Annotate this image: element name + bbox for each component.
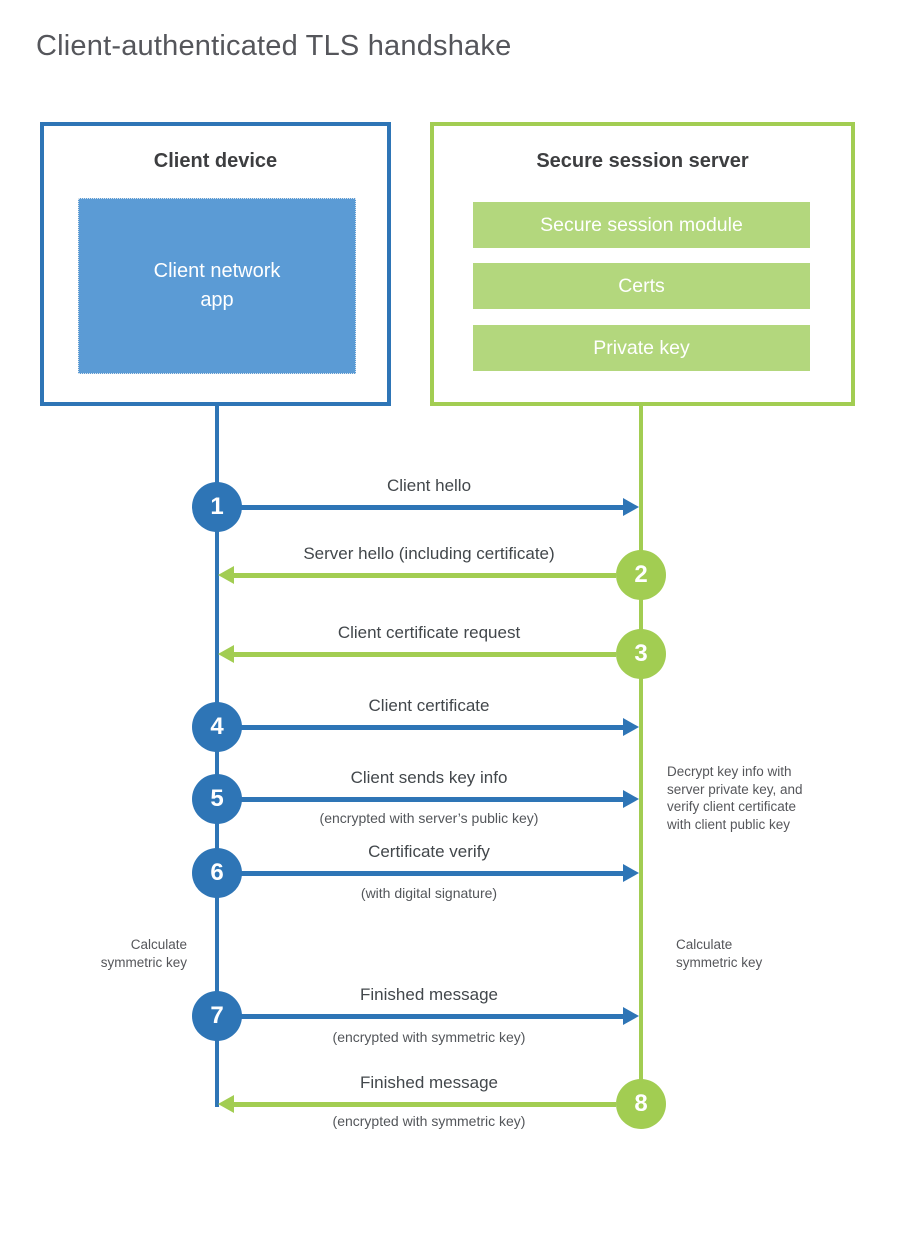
step-6-arrowhead-icon xyxy=(623,864,639,882)
step-8-arrow xyxy=(233,1102,616,1107)
step-8-arrowhead-icon xyxy=(218,1095,234,1113)
step-2-arrow xyxy=(233,573,616,578)
server-box-title: Secure session server xyxy=(536,150,749,172)
step-6-arrow xyxy=(232,871,623,876)
step-2-arrowhead-icon xyxy=(218,566,234,584)
server-decrypt-note: Decrypt key info with server private key… xyxy=(667,764,803,832)
step-3-circle: 3 xyxy=(616,629,666,679)
step-8-circle: 8 xyxy=(616,1079,666,1129)
step-5-label: Client sends key info xyxy=(350,768,508,787)
step-5-circle: 5 xyxy=(192,774,242,824)
step-1-arrowhead-icon xyxy=(623,498,639,516)
server-module-private-key: Private key xyxy=(473,325,810,371)
step-7-label: Finished message xyxy=(360,985,498,1004)
step-1-circle: 1 xyxy=(192,482,242,532)
step-3-arrowhead-icon xyxy=(218,645,234,663)
client-calculate-note: Calculate symmetric key xyxy=(100,937,187,970)
step-4-label: Client certificate xyxy=(368,696,490,715)
step-7-circle: 7 xyxy=(192,991,242,1041)
server-lifeline xyxy=(639,404,643,1126)
step-1-arrow xyxy=(232,505,623,510)
step-5-arrow xyxy=(232,797,623,802)
client-lifeline xyxy=(215,404,219,1107)
client-network-app-box: Client network app xyxy=(78,198,356,374)
step-8-sublabel: (encrypted with symmetric key) xyxy=(332,1113,526,1129)
step-4-arrow xyxy=(232,725,623,730)
step-2-circle: 2 xyxy=(616,550,666,600)
step-2-label: Server hello (including certificate) xyxy=(303,544,555,563)
step-4-arrowhead-icon xyxy=(623,718,639,736)
server-calculate-note: Calculate symmetric key xyxy=(676,937,763,970)
step-6-circle: 6 xyxy=(192,848,242,898)
step-6-label: Certificate verify xyxy=(368,842,490,861)
client-device-title: Client device xyxy=(153,150,278,172)
page-title: Client-authenticated TLS handshake xyxy=(36,30,512,62)
step-7-arrow xyxy=(232,1014,623,1019)
step-7-arrowhead-icon xyxy=(623,1007,639,1025)
step-1-label: Client hello xyxy=(386,476,472,495)
step-5-arrowhead-icon xyxy=(623,790,639,808)
step-8-label: Finished message xyxy=(360,1073,498,1092)
step-5-sublabel: (encrypted with server’s public key) xyxy=(319,810,539,826)
step-4-circle: 4 xyxy=(192,702,242,752)
server-module-certs: Certs xyxy=(473,263,810,309)
step-3-arrow xyxy=(233,652,616,657)
step-3-label: Client certificate request xyxy=(337,623,521,642)
step-7-sublabel: (encrypted with symmetric key) xyxy=(332,1029,526,1045)
step-6-sublabel: (with digital signature) xyxy=(360,885,498,901)
server-module-secure-session: Secure session module xyxy=(473,202,810,248)
